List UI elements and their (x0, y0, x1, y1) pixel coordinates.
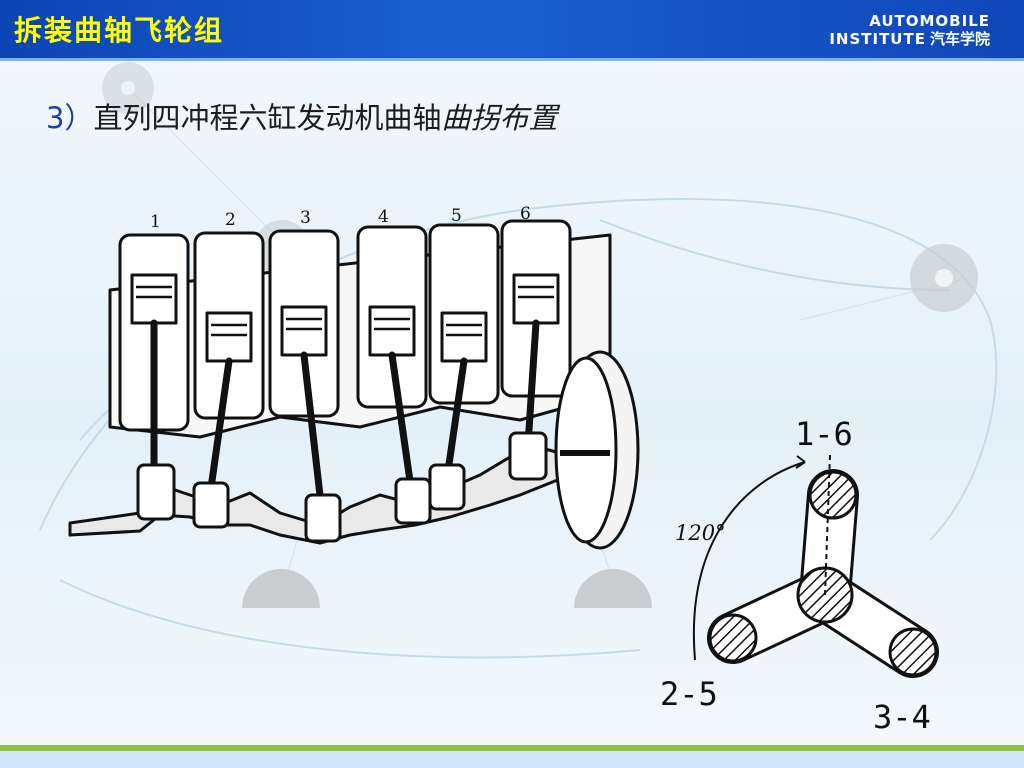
cylinder-number-label: 5 (451, 206, 462, 226)
crank-throw-diagram: 1-6 120° 2-5 3-4 (660, 415, 939, 736)
throw-label-1-6: 1-6 (795, 415, 853, 453)
section-number: 3） (46, 101, 94, 135)
slide-title: 拆装曲轴飞轮组 (14, 14, 225, 47)
section-heading: 3）直列四冲程六缸发动机曲轴曲拐布置 (46, 95, 557, 137)
footer-bar (0, 751, 1024, 768)
section-text: 直列四冲程六缸发动机曲轴 (93, 101, 442, 135)
engine-crankshaft-illustration: 1 2 3 4 5 6 (68, 204, 640, 550)
cylinder-number-label: 1 (150, 212, 161, 232)
cylinder-number-label: 2 (225, 210, 236, 230)
brand-line-1: AUTOMOBILE (869, 12, 990, 30)
throw-label-3-4: 3-4 (873, 698, 931, 736)
cylinder-number-label: 4 (378, 207, 389, 227)
brand-chinese: 汽车学院 (929, 30, 990, 48)
cylinder-number-label: 6 (520, 204, 531, 224)
angle-label: 120° (675, 521, 726, 545)
cylinder-number-label: 3 (300, 208, 311, 228)
header-divider (0, 58, 1024, 61)
footer-accent-bar (0, 745, 1024, 751)
brand-line-2: INSTITUTE (829, 30, 926, 48)
throw-label-2-5: 2-5 (660, 675, 718, 713)
section-emphasis: 曲拐布置 (441, 101, 558, 135)
